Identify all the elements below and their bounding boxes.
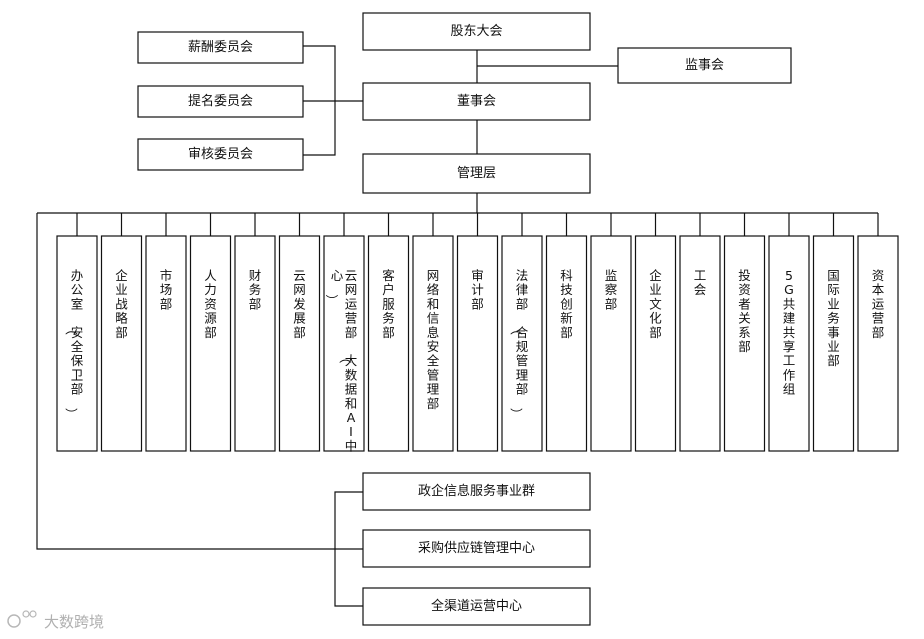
management-box-label: 管理层 (457, 166, 496, 181)
supervisory-board-box-frame (617, 47, 792, 84)
department-box: 工会 (679, 235, 721, 452)
department-box-label: 法律部（合规管理部） (509, 268, 529, 420)
department-box-label: 客户服务部 (382, 268, 395, 340)
department-box-frame (234, 235, 276, 452)
department-box-label: 企业文化部 (649, 268, 662, 340)
audit-committee-box-label: 审核委员会 (188, 147, 253, 162)
government-enterprise-unit-box: 政企信息服务事业群 (362, 472, 591, 511)
department-box-label: 投资者关系部 (738, 268, 751, 354)
management-box-frame (362, 153, 591, 194)
department-box-frame (56, 235, 98, 452)
supervisory-board-box: 监事会 (617, 47, 792, 84)
board-of-directors-box-frame (362, 82, 591, 121)
department-box: 审计部 (456, 235, 499, 452)
watermark-logo-icon (7, 610, 37, 628)
department-box: 企业文化部 (634, 235, 677, 452)
department-box-frame (768, 235, 810, 452)
remuneration-committee-box: 薪酬委员会 (137, 31, 304, 64)
department-box-frame (278, 235, 321, 452)
supervisory-board-box-label: 监事会 (685, 58, 724, 73)
audit-committee-box-frame (137, 138, 304, 171)
department-box-frame (189, 235, 232, 452)
procurement-supply-chain-box-frame (362, 529, 591, 568)
remuneration-committee-box-label: 薪酬委员会 (188, 40, 253, 55)
department-box-frame (857, 235, 899, 452)
business-units-bracket (334, 491, 363, 607)
department-box-frame (679, 235, 721, 452)
department-box-frame (456, 235, 499, 452)
shareholders-meeting-box: 股东大会 (362, 12, 591, 51)
department-box: 国际业务事业部 (812, 235, 855, 452)
omnichannel-operations-box: 全渠道运营中心 (362, 587, 591, 626)
shareholders-meeting-box-frame (362, 12, 591, 51)
department-box: 法律部（合规管理部） (501, 235, 543, 452)
department-box-label: 资本运营部 (872, 268, 885, 340)
department-box-frame (812, 235, 855, 452)
watermark: 大数跨境 (7, 610, 104, 631)
department-box-label: 财务部 (249, 268, 262, 311)
omnichannel-operations-box-frame (362, 587, 591, 626)
nomination-committee-box: 提名委员会 (137, 85, 304, 118)
department-box: 监察部 (590, 235, 632, 452)
department-box-frame (634, 235, 677, 452)
department-box-label: 企业战略部 (115, 268, 128, 340)
department-box-frame (412, 235, 454, 452)
department-box: 人力资源部 (189, 235, 232, 452)
department-box: 客户服务部 (367, 235, 410, 452)
department-box-label: 工会 (694, 268, 707, 297)
department-box-frame (545, 235, 588, 452)
department-box: 云网发展部 (278, 235, 321, 452)
department-box: 财务部 (234, 235, 276, 452)
department-box-frame (590, 235, 632, 452)
department-box-label: 人力资源部 (204, 268, 217, 340)
procurement-supply-chain-box: 采购供应链管理中心 (362, 529, 591, 568)
department-box-frame (145, 235, 187, 452)
board-of-directors-box: 董事会 (362, 82, 591, 121)
nomination-committee-box-label: 提名委员会 (188, 93, 253, 109)
department-box: 企业战略部 (100, 235, 143, 452)
remuneration-committee-box-frame (137, 31, 304, 64)
government-enterprise-unit-box-frame (362, 472, 591, 511)
department-box: 办公室（安全保卫部） (56, 235, 98, 452)
nomination-committee-box-frame (137, 85, 304, 118)
department-box-frame (100, 235, 143, 452)
department-box-label: 监察部 (605, 268, 618, 311)
department-box-frame (323, 235, 365, 452)
business-units-feed-line (36, 213, 363, 550)
omnichannel-operations-box-label: 全渠道运营中心 (431, 598, 522, 614)
shareholders-meeting-box-label: 股东大会 (450, 24, 502, 39)
department-box-label: 云网发展部 (293, 268, 306, 340)
procurement-supply-chain-box-label: 采购供应链管理中心 (418, 540, 535, 556)
department-box: 资本运营部 (857, 235, 899, 452)
department-box-frame (723, 235, 766, 452)
department-box-frame (367, 235, 410, 452)
department-box: 科技创新部 (545, 235, 588, 452)
department-box-frame (501, 235, 543, 452)
board-of-directors-box-label: 董事会 (457, 94, 496, 109)
department-box: 市场部 (145, 235, 187, 452)
department-box-label: 国际业务事业部 (827, 268, 840, 368)
department-box-label: 网络和信息安全管理部 (427, 268, 440, 411)
management-box: 管理层 (362, 153, 591, 194)
department-box: 网络和信息安全管理部 (412, 235, 454, 452)
department-box-label: 审计部 (471, 268, 484, 311)
department-box-label: 科技创新部 (560, 268, 573, 340)
audit-committee-box: 审核委员会 (137, 138, 304, 171)
watermark-text: 大数跨境 (44, 613, 104, 631)
department-box-label: 办公室（安全保卫部） (64, 268, 84, 420)
department-box: 投资者关系部 (723, 235, 766, 452)
connector-lines (36, 45, 879, 607)
department-box-label: 市场部 (160, 268, 173, 311)
government-enterprise-unit-box-label: 政企信息服务事业群 (418, 483, 535, 499)
